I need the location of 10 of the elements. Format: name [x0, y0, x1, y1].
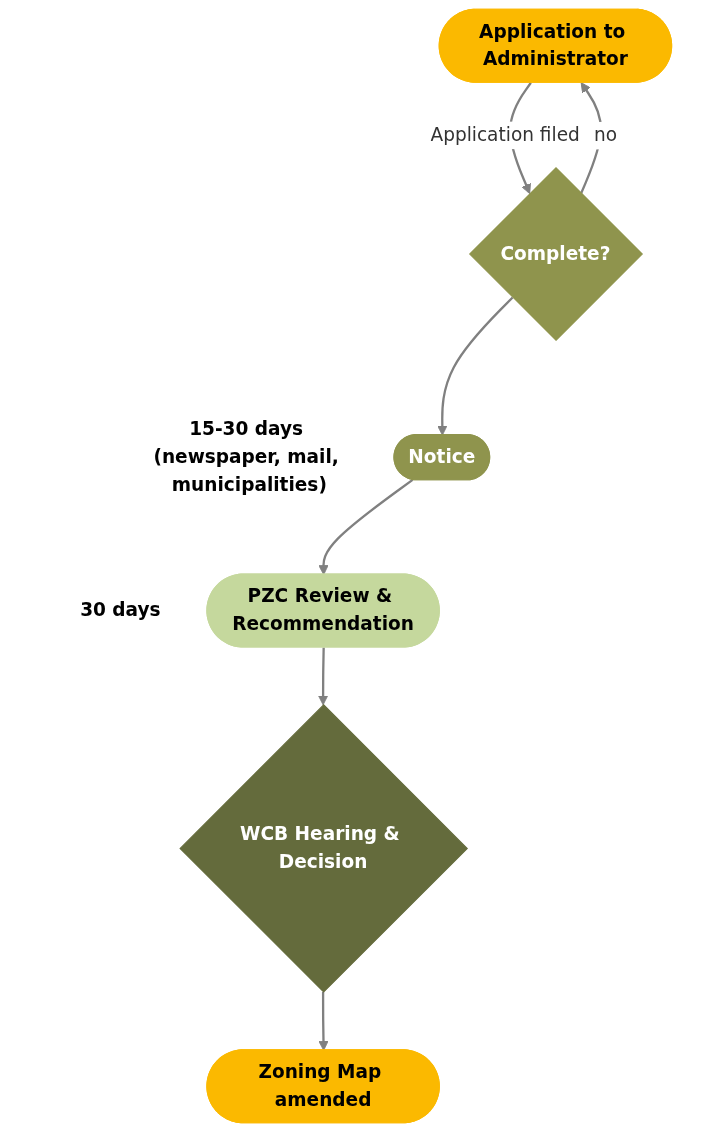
arrow: [318, 478, 414, 576]
arrow: [437, 296, 514, 436]
node-diamond: WCB Hearing & Decision: [179, 704, 469, 993]
edge-label: no: [594, 124, 618, 147]
edge-label: Application filed: [430, 123, 580, 146]
node-diamond: Complete?: [468, 167, 644, 342]
arrow: [318, 991, 329, 1051]
node-label: 30 days: [80, 598, 161, 621]
node-label: 15-30 days (newspaper, mail, municipalities): [153, 417, 339, 496]
arrow: [318, 647, 329, 706]
